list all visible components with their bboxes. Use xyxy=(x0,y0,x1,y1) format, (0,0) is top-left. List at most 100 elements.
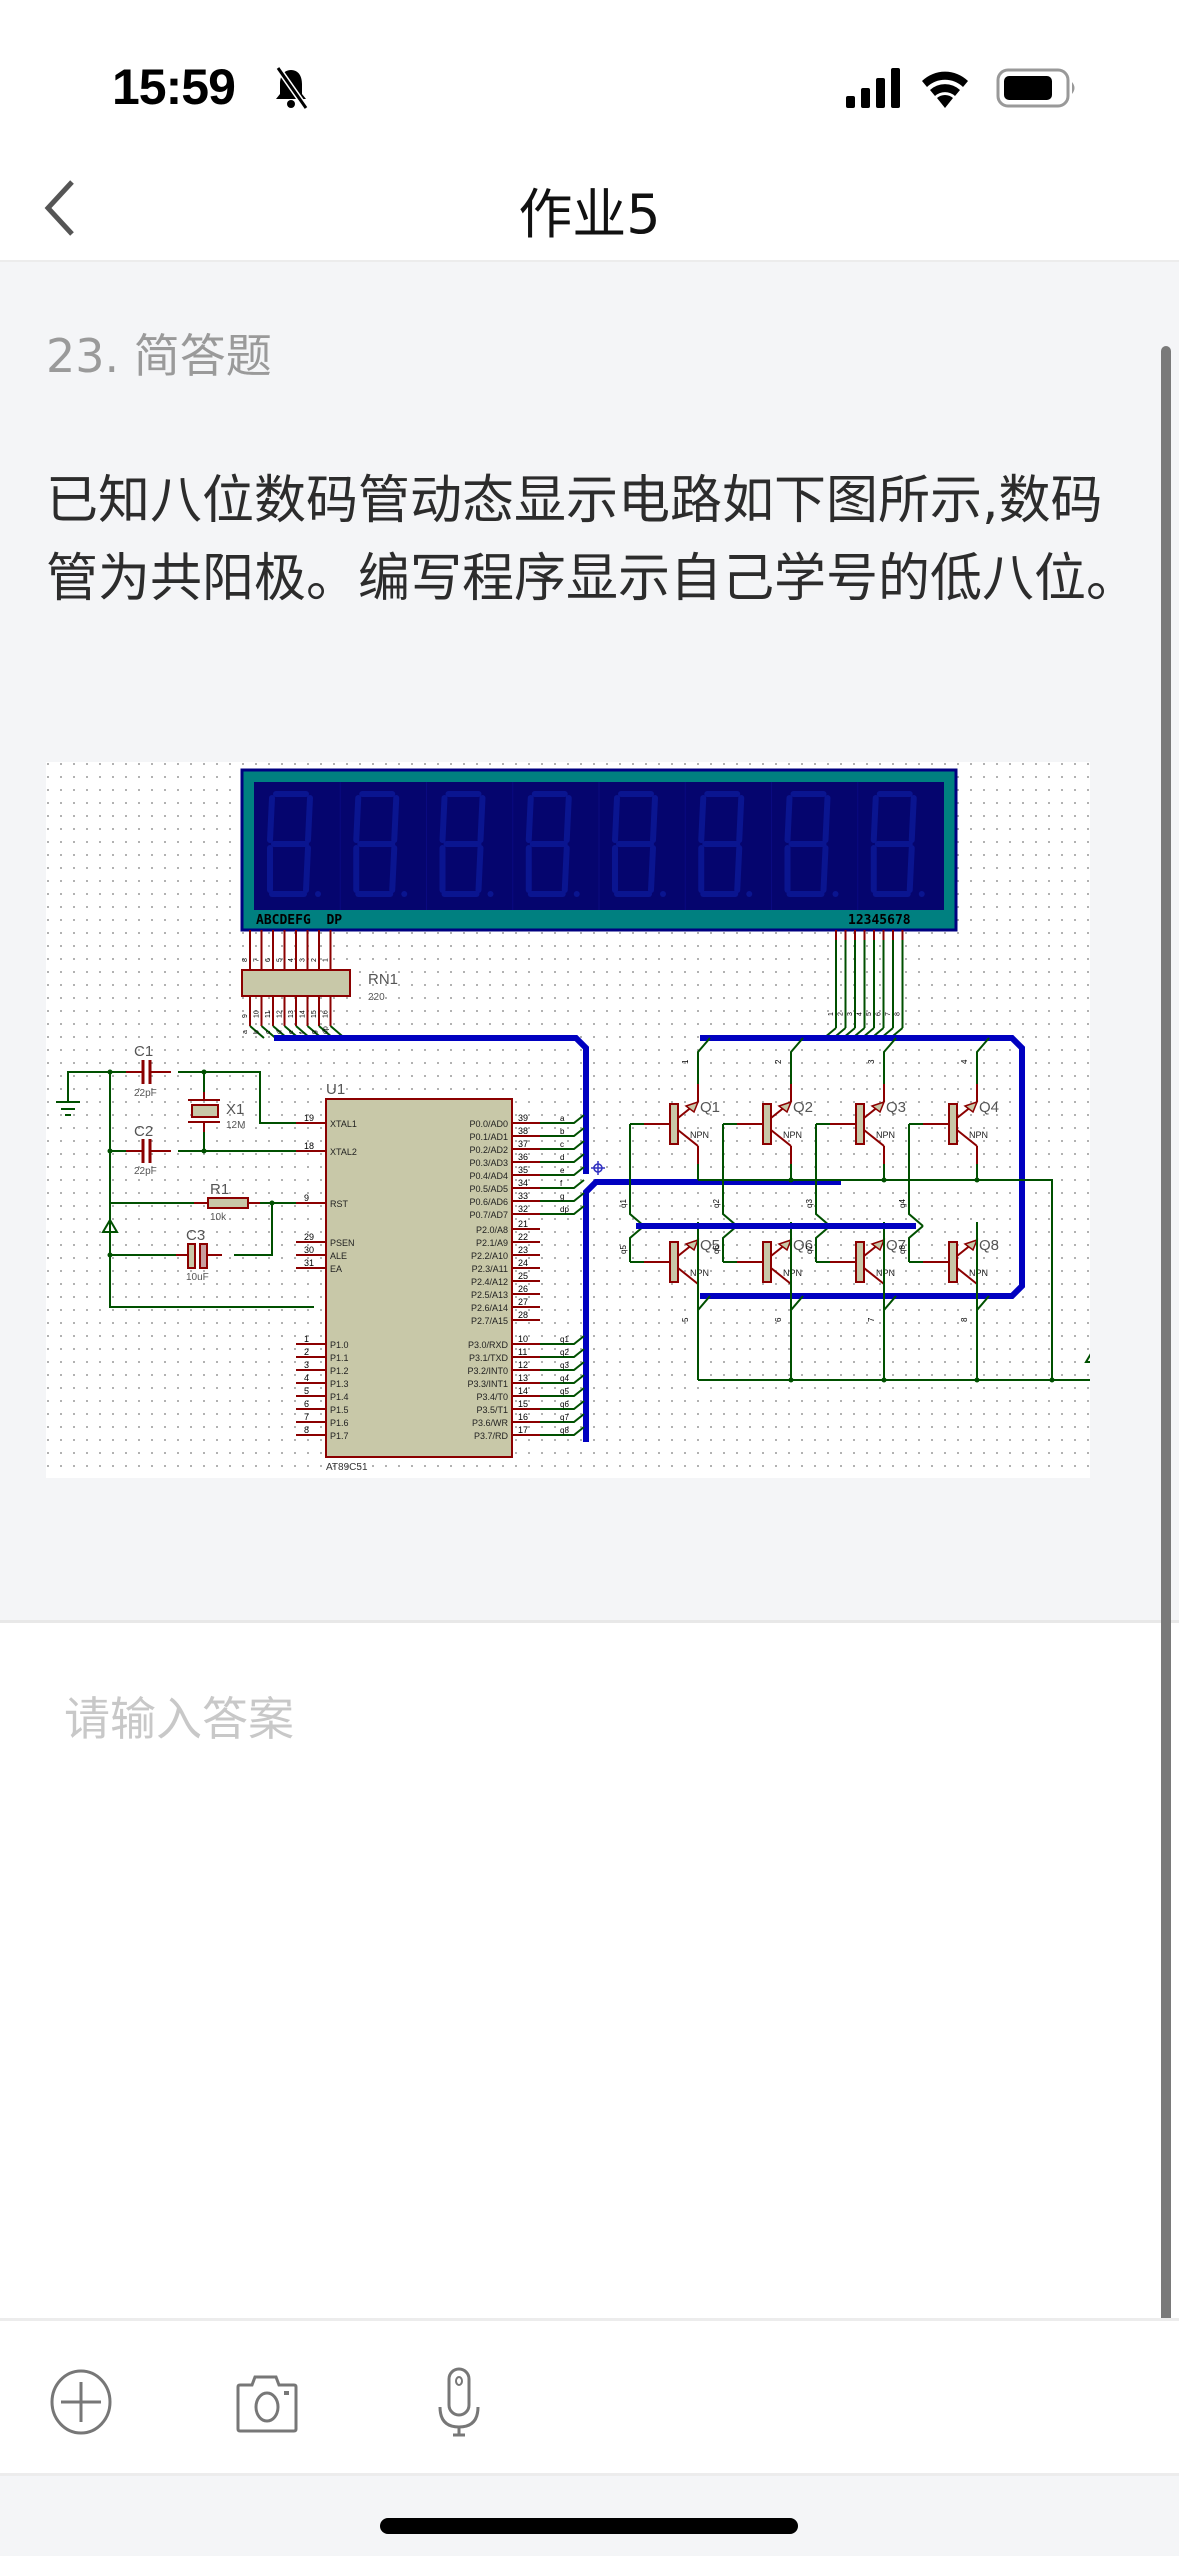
display-digit xyxy=(525,791,580,897)
rn1-pin-number: 3 xyxy=(300,958,307,962)
transistor-type: NPN xyxy=(969,1130,988,1140)
c1-label: C1 xyxy=(134,1043,153,1060)
u1-pin-label: P1.7 xyxy=(330,1431,349,1441)
microphone-button[interactable] xyxy=(424,2367,494,2437)
transistor-arrow xyxy=(684,1238,700,1252)
rn1-pin-number: 1 xyxy=(323,958,330,962)
u1-pin-label: P0.5/AD5 xyxy=(469,1184,508,1194)
rn1-net-label: a xyxy=(242,1030,249,1034)
u1-net-label: e xyxy=(560,1166,565,1175)
collector-wire xyxy=(976,1037,990,1084)
u1-net-label: q8 xyxy=(560,1426,569,1435)
u1-bus-entry xyxy=(540,1374,585,1384)
rn1-net-label: c xyxy=(265,1030,272,1034)
u1-pin-number: 7 xyxy=(304,1412,309,1422)
junction-dot xyxy=(788,1177,794,1183)
home-indicator[interactable] xyxy=(380,2518,798,2534)
transistor-body xyxy=(855,1103,865,1145)
u1-pin-label: P0.4/AD4 xyxy=(469,1171,508,1181)
answer-input[interactable] xyxy=(40,1663,1120,2263)
segment-c xyxy=(734,845,743,893)
plus-circle-icon xyxy=(50,2369,112,2435)
back-button[interactable] xyxy=(36,168,96,248)
u1-pin-label: P0.3/AD3 xyxy=(469,1158,508,1168)
junction-dot xyxy=(1049,1377,1055,1383)
u1-pin-label: P3.7/RD xyxy=(474,1431,509,1441)
wifi-icon xyxy=(922,71,968,108)
u1-pin-number: 32 xyxy=(518,1204,528,1214)
u1-pin-number: 1 xyxy=(304,1334,309,1344)
ground-symbol xyxy=(56,1101,80,1116)
nav-bar: 作业5 xyxy=(0,160,1179,262)
status-time: 15:59 xyxy=(112,59,236,115)
u1-net-label: f xyxy=(560,1179,563,1188)
collector-net-label: 4 xyxy=(960,1059,969,1064)
question-text: 已知八位数码管动态显示电路如下图所示,数码管为共阳极。编写程序显示自己学号的低八… xyxy=(46,471,1139,609)
transistor-emitter xyxy=(956,1267,978,1285)
rn1-bus-entry xyxy=(260,1025,277,1039)
u1-net-label: q5 xyxy=(560,1387,569,1396)
u1-pin-label: PSEN xyxy=(330,1238,355,1248)
add-attachment-button[interactable] xyxy=(46,2367,116,2437)
u1-pin-label: P0.7/AD7 xyxy=(469,1210,508,1220)
segment-f xyxy=(353,795,362,843)
u1-bus-entry xyxy=(540,1179,585,1189)
transistor-emitter xyxy=(863,1129,885,1147)
segment-dp xyxy=(401,891,408,897)
transistor-type: NPN xyxy=(690,1130,709,1140)
transistor-arrow xyxy=(777,1238,793,1252)
segment-f xyxy=(525,795,534,843)
u1-bus-entry xyxy=(540,1413,585,1423)
rn1-pin-number: 5 xyxy=(277,958,284,962)
segment-b xyxy=(305,795,313,843)
segment-dp xyxy=(660,891,666,897)
u1-net-label: q2 xyxy=(560,1348,569,1357)
answer-area xyxy=(0,1623,1179,2318)
u1-pin-label: RST xyxy=(330,1199,349,1209)
scrollbar[interactable] xyxy=(1161,346,1171,2346)
transistor-body xyxy=(948,1241,958,1283)
u1-pin-number: 21 xyxy=(518,1219,528,1229)
r1-value: 10k xyxy=(210,1212,227,1223)
segment-b xyxy=(650,795,658,843)
base-net-label: q4 xyxy=(898,1199,907,1208)
camera-button[interactable] xyxy=(232,2367,302,2437)
c3-value: 10uF xyxy=(186,1272,209,1283)
u1-pin-number: 37 xyxy=(518,1139,528,1149)
rn1-value: 220 xyxy=(368,992,385,1003)
transistor-body xyxy=(669,1103,679,1145)
u1-pin-label: P3.3/INT1 xyxy=(467,1379,508,1389)
u1-pin-number: 17 xyxy=(518,1425,528,1435)
u1-pin-number: 19 xyxy=(304,1113,314,1123)
u1-pin-number: 35 xyxy=(518,1165,528,1175)
rn1-net-label: dp xyxy=(323,1026,330,1034)
emitter-rail-top xyxy=(698,1179,1053,1380)
u1-pin-number: 39 xyxy=(518,1113,528,1123)
segment-b xyxy=(391,795,400,843)
transistor-name: Q1 xyxy=(700,1099,720,1116)
rn1-bus-entry xyxy=(249,1025,265,1039)
u1-bus-entry xyxy=(540,1400,585,1410)
rn1-pin-number: 2 xyxy=(311,958,318,962)
u1-pin-number: 29 xyxy=(304,1232,314,1242)
u1-pin-number: 28 xyxy=(518,1310,528,1320)
digit-net-label: 8 xyxy=(895,1012,902,1016)
base-bus-wire xyxy=(629,1225,645,1262)
u1-pin-label: EA xyxy=(330,1264,342,1274)
digit-net-label: 6 xyxy=(876,1012,883,1016)
rn1-pin-number: 14 xyxy=(300,1010,307,1018)
segment-f xyxy=(267,795,275,843)
home-area xyxy=(0,2476,1179,2556)
crystal-x1: X1 12M xyxy=(188,1092,245,1132)
display-digit xyxy=(698,791,753,897)
transistor-type: NPN xyxy=(969,1268,988,1278)
u1-pin-number: 9 xyxy=(304,1193,309,1203)
capacitor-c3: C3 10uF xyxy=(176,1227,222,1283)
u1-pin-number: 14 xyxy=(518,1386,528,1396)
u1-pin-label: P1.3 xyxy=(330,1379,349,1389)
collector-wire xyxy=(697,1037,711,1084)
